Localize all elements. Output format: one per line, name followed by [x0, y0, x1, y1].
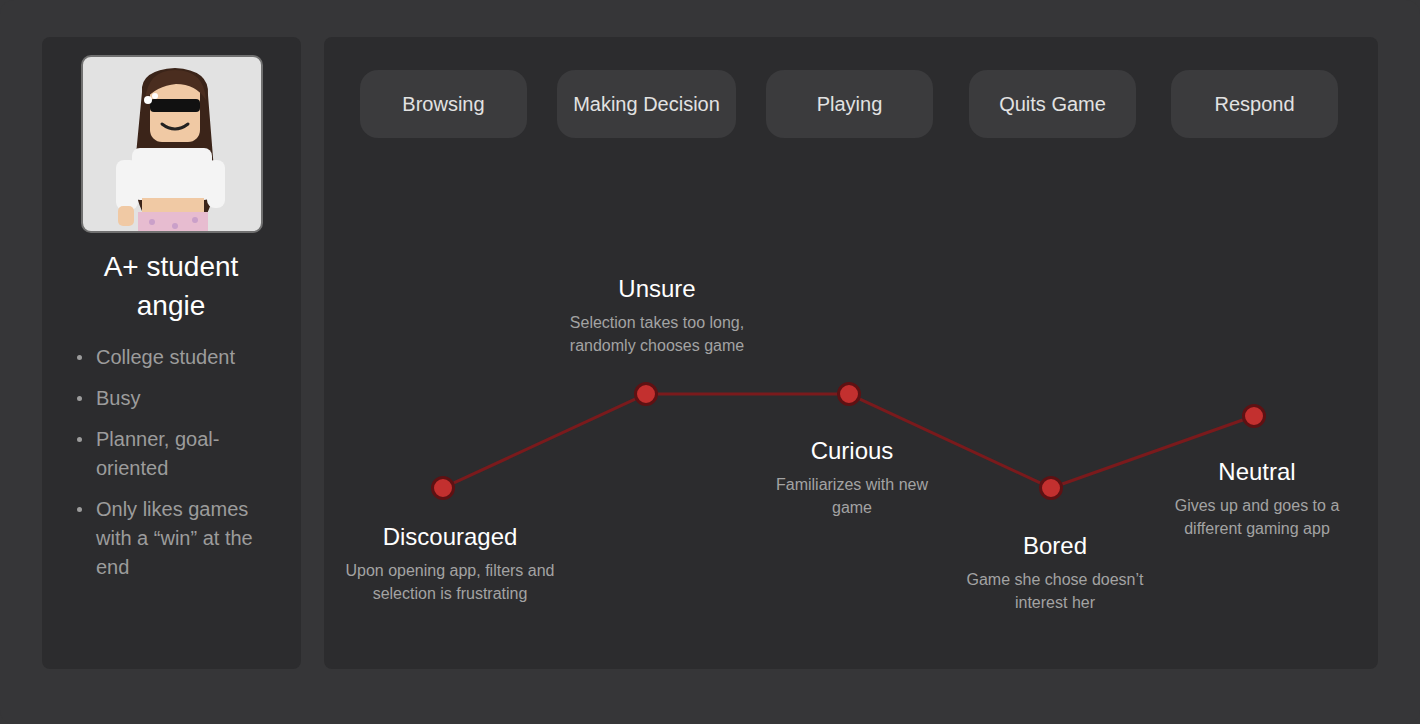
emotion-point: CuriousFamiliarizes with new game: [837, 382, 861, 406]
persona-panel: A+ student angieCollege studentBusyPlann…: [42, 37, 301, 669]
stage-label: Playing: [809, 91, 891, 117]
emotion-description: Familiarizes with new game: [759, 473, 945, 519]
journey-panel-bg: [324, 37, 1378, 669]
trait-text: Only likes games with a “win” at the end: [96, 498, 253, 578]
emotion-point: BoredGame she chose doesn’t interest her: [1039, 476, 1063, 500]
emotion-label: CuriousFamiliarizes with new game: [759, 436, 945, 519]
persona-traits: College studentBusyPlanner, goal-oriente…: [96, 343, 288, 594]
trait-text: Planner, goal-oriented: [96, 428, 219, 479]
emotion-heading: Neutral: [1161, 457, 1353, 487]
emotion-heading: Bored: [955, 531, 1155, 561]
stage-label: Browsing: [394, 91, 492, 117]
emotion-description: Upon opening app, filters and selection …: [339, 559, 561, 605]
stage-label: Respond: [1206, 91, 1302, 117]
trait-item: Planner, goal-oriented: [96, 425, 288, 483]
journey-line: [1062, 420, 1242, 484]
trait-item: Only likes games with a “win” at the end: [96, 495, 288, 582]
trait-text: College student: [96, 346, 235, 368]
stage-label: Quits Game: [991, 91, 1114, 117]
bullet-dot: [77, 396, 82, 401]
emotion-description: Game she chose doesn’t interest her: [955, 568, 1155, 614]
emotion-label: UnsureSelection takes too long, randomly…: [550, 274, 764, 357]
stage-label: Making Decision: [565, 91, 728, 117]
persona-name: A+ student angie: [81, 247, 261, 325]
journey-line: [658, 393, 837, 396]
emotion-label: NeutralGives up and goes to a different …: [1161, 457, 1353, 540]
emotion-description: Selection takes too long, randomly choos…: [550, 311, 764, 357]
bullet-dot: [77, 507, 82, 512]
emotion-label: BoredGame she chose doesn’t interest her: [955, 531, 1155, 614]
bullet-dot: [77, 437, 82, 442]
persona-panel-bg: [42, 37, 301, 669]
avatar-illustration: [82, 56, 262, 236]
stage-pill: Quits Game: [969, 70, 1136, 138]
emotion-heading: Unsure: [550, 274, 764, 304]
stage-pill: Browsing: [360, 70, 527, 138]
stage-pill: Respond: [1171, 70, 1338, 138]
journey-line: [454, 399, 635, 483]
emotion-heading: Discouraged: [339, 522, 561, 552]
trait-text: Busy: [96, 387, 140, 409]
emotion-point: DiscouragedUpon opening app, filters and…: [431, 476, 455, 500]
emotion-label: DiscouragedUpon opening app, filters and…: [339, 522, 561, 605]
emotion-point: UnsureSelection takes too long, randomly…: [634, 382, 658, 406]
emotion-point: NeutralGives up and goes to a different …: [1242, 404, 1266, 428]
trait-item: Busy: [96, 384, 288, 413]
stage-pill: Playing: [766, 70, 933, 138]
emotion-heading: Curious: [759, 436, 945, 466]
trait-item: College student: [96, 343, 288, 372]
emotion-description: Gives up and goes to a different gaming …: [1161, 494, 1353, 540]
stage-pill: Making Decision: [557, 70, 736, 138]
bullet-dot: [77, 355, 82, 360]
